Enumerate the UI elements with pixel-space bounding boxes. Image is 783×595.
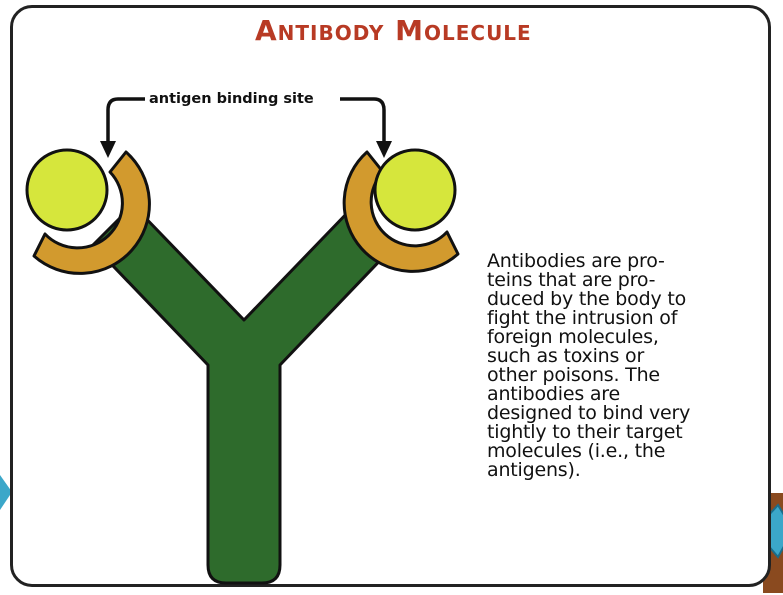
antigen-binding-site-label: antigen binding site	[145, 91, 318, 107]
arrowhead-right	[376, 141, 392, 158]
antibody-molecule	[93, 205, 392, 583]
antigen-left	[27, 150, 107, 230]
antigens	[27, 150, 455, 230]
description-line: antigens).	[487, 461, 762, 480]
antigen-right	[375, 150, 455, 230]
description-text: Antibodies are pro- teins that are pro- …	[487, 252, 762, 480]
arrowhead-left	[100, 141, 116, 158]
